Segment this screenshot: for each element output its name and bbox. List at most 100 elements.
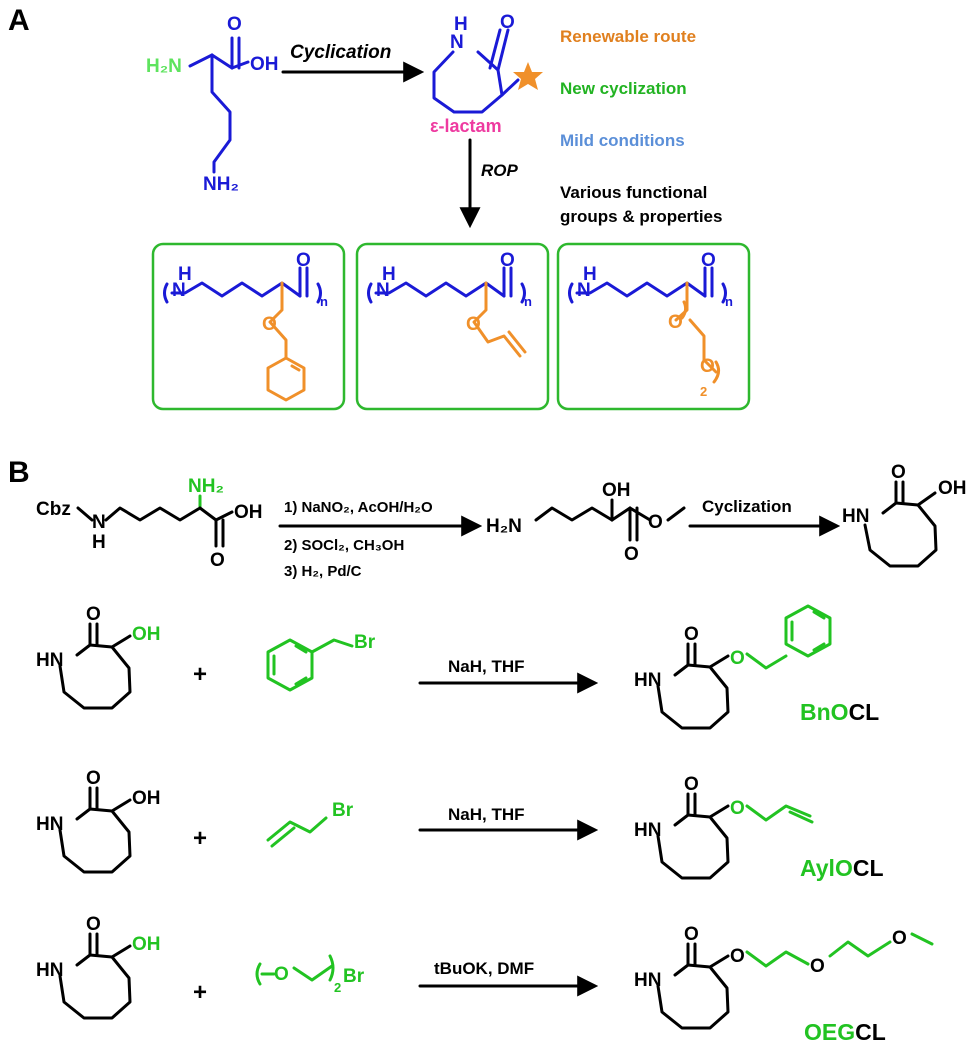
feature-functional-line2: groups & properties [560,207,722,226]
oegcl-ether-o2: O [810,956,825,977]
acid-oh: OH [234,502,263,523]
aylocl-nh: HN [634,820,661,841]
row2-reagent: NaH, THF [448,805,525,824]
bnocl-name: BnOCL [800,699,879,725]
row2-bromide: Br [332,800,354,821]
lactam-h: H [454,14,468,35]
poly3-ether-o2: O [700,356,715,377]
oegcl-name-cl: CL [855,1019,886,1045]
lactam-name: ε-lactam [430,116,502,136]
poly3-ether-o: O [668,312,683,333]
hydroxylactam-oh: OH [938,478,967,499]
row1-reagent: NaH, THF [448,657,525,676]
row2-plus: + [193,825,207,852]
aylocl-name: AylOCL [800,855,884,881]
lysine-hydroxyl: OH [250,54,279,75]
row3-reagent: tBuOK, DMF [434,959,534,978]
step-2: 2) SOCl₂, CH₃OH [284,537,404,554]
bnocl-ether-o: O [730,648,745,669]
hydroxylactam-nh: HN [842,506,869,527]
poly1-n-sub: n [320,294,328,309]
row2-hydroxyl: OH [132,788,161,809]
feature-mild: Mild conditions [560,131,685,150]
lactam-n: N [450,32,464,53]
step-1: 1) NaNO₂, AcOH/H₂O [284,499,433,516]
cbz-group: Cbz [36,499,71,520]
poly3-h: H [583,264,597,285]
poly3-n: N [577,280,591,301]
lysine-structure [188,36,250,174]
polymer-box-oeg [556,242,751,411]
poly1-o: O [296,250,311,271]
benzyl-bromide-structure [266,638,354,692]
ester-o: O [648,512,663,533]
cbz-lysine-structure [76,494,234,548]
row3-nh: HN [36,960,63,981]
row1-hydroxyl: OH [132,624,161,645]
aylocl-ether-o: O [730,798,745,819]
row1-carbonyl-o: O [86,604,101,625]
oegcl-carbonyl-o: O [684,924,699,945]
alpha-amine: NH₂ [188,476,224,497]
poly2-ether-o: O [466,314,481,335]
cyclization-label: Cyclization [702,497,792,516]
poly3-n-sub: n [725,294,733,309]
cbz-h: H [92,532,106,553]
row1-starting-lactam [58,622,132,710]
aylocl-name-o: O [835,855,853,881]
ester-carbonyl-o: O [624,544,639,565]
bnocl-name-bn: Bn [800,699,831,725]
cyclication-label: Cyclication [290,42,391,63]
lactam-carbonyl-o: O [500,12,515,33]
row3-peg-sub: 2 [334,980,341,995]
row3-hydroxyl: OH [132,934,161,955]
acid-o: O [210,550,225,571]
aylocl-carbonyl-o: O [684,774,699,795]
row3-peg-o: O [274,964,289,985]
oegcl-nh: HN [634,970,661,991]
oegcl-name: OEGCL [804,1019,886,1045]
poly1-ether-o: O [262,314,277,335]
row2-starting-lactam [58,786,132,874]
feature-renewable: Renewable route [560,27,696,46]
feature-functional-line1: Various functional [560,183,707,202]
poly3-repeat-sub: 2 [700,384,707,399]
polymer-box-benzyl [151,242,346,411]
oegcl-product [656,932,934,1030]
poly1-n: N [172,280,186,301]
rop-label: ROP [481,161,519,180]
hydroxy-ester-structure [534,498,686,542]
lactam-ring [432,28,520,114]
lysine-side-amine: NH₂ [203,174,239,195]
polymer-box-allyl [355,242,550,411]
row2-nh: HN [36,814,63,835]
aylocl-name-ayl: Ayl [800,855,835,881]
oegcl-ether-o1: O [730,946,745,967]
bnocl-name-cl: CL [849,699,880,725]
row3-carbonyl-o: O [86,914,101,935]
ester-hydroxyl: OH [602,480,631,501]
oegcl-name-oeg: OEG [804,1019,855,1045]
lysine-carbonyl-o: O [227,14,242,35]
oegcl-ether-o3: O [892,928,907,949]
hydroxylactam-o: O [891,462,906,483]
functional-group-star-icon [513,62,543,90]
row1-bromide: Br [354,632,376,653]
step-3: 3) H₂, Pd/C [284,563,362,580]
row2-carbonyl-o: O [86,768,101,789]
poly2-h: H [382,264,396,285]
aylocl-product [656,792,814,880]
panel-b-label: B [8,456,30,489]
allyl-bromide-structure [266,816,328,848]
poly2-o: O [500,250,515,271]
row1-nh: HN [36,650,63,671]
poly3-o: O [701,250,716,271]
bnocl-product [656,604,832,730]
bnocl-carbonyl-o: O [684,624,699,645]
poly1-h: H [178,264,192,285]
hydroxylactam-product [863,480,938,568]
feature-cyclization: New cyclization [560,79,687,98]
bnocl-name-o: O [831,699,849,725]
cbz-n: N [92,512,106,533]
